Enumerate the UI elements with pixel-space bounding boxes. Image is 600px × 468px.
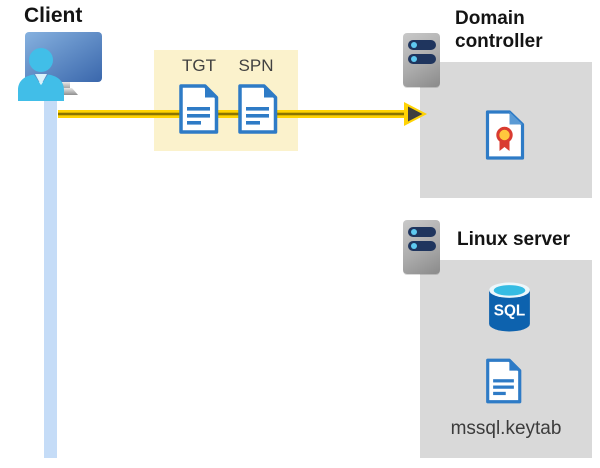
domain-controller-label: Domain controller (455, 8, 543, 52)
sql-database-icon: SQL (489, 282, 530, 332)
server-led (411, 56, 417, 62)
linux-server-label: Linux server (457, 229, 570, 250)
sql-text: SQL (494, 303, 525, 320)
tgt-document-icon (179, 84, 219, 134)
user-icon (18, 48, 64, 101)
tgt-label: TGT (182, 56, 216, 75)
server-led (411, 42, 417, 48)
certificate-icon (485, 110, 525, 160)
client-lifeline (44, 94, 57, 458)
server-led (411, 229, 417, 235)
keytab-file-label: mssql.keytab (450, 418, 562, 439)
spn-label: SPN (238, 56, 274, 75)
client-computer-icon (18, 32, 102, 101)
domain-controller-server-icon (403, 33, 440, 87)
client-label: Client (24, 4, 83, 27)
server-led (411, 243, 417, 249)
spn-document-icon (238, 84, 278, 134)
linux-server-icon (403, 220, 440, 274)
auth-request-arrow (58, 102, 427, 126)
keytab-document-icon (486, 358, 522, 404)
